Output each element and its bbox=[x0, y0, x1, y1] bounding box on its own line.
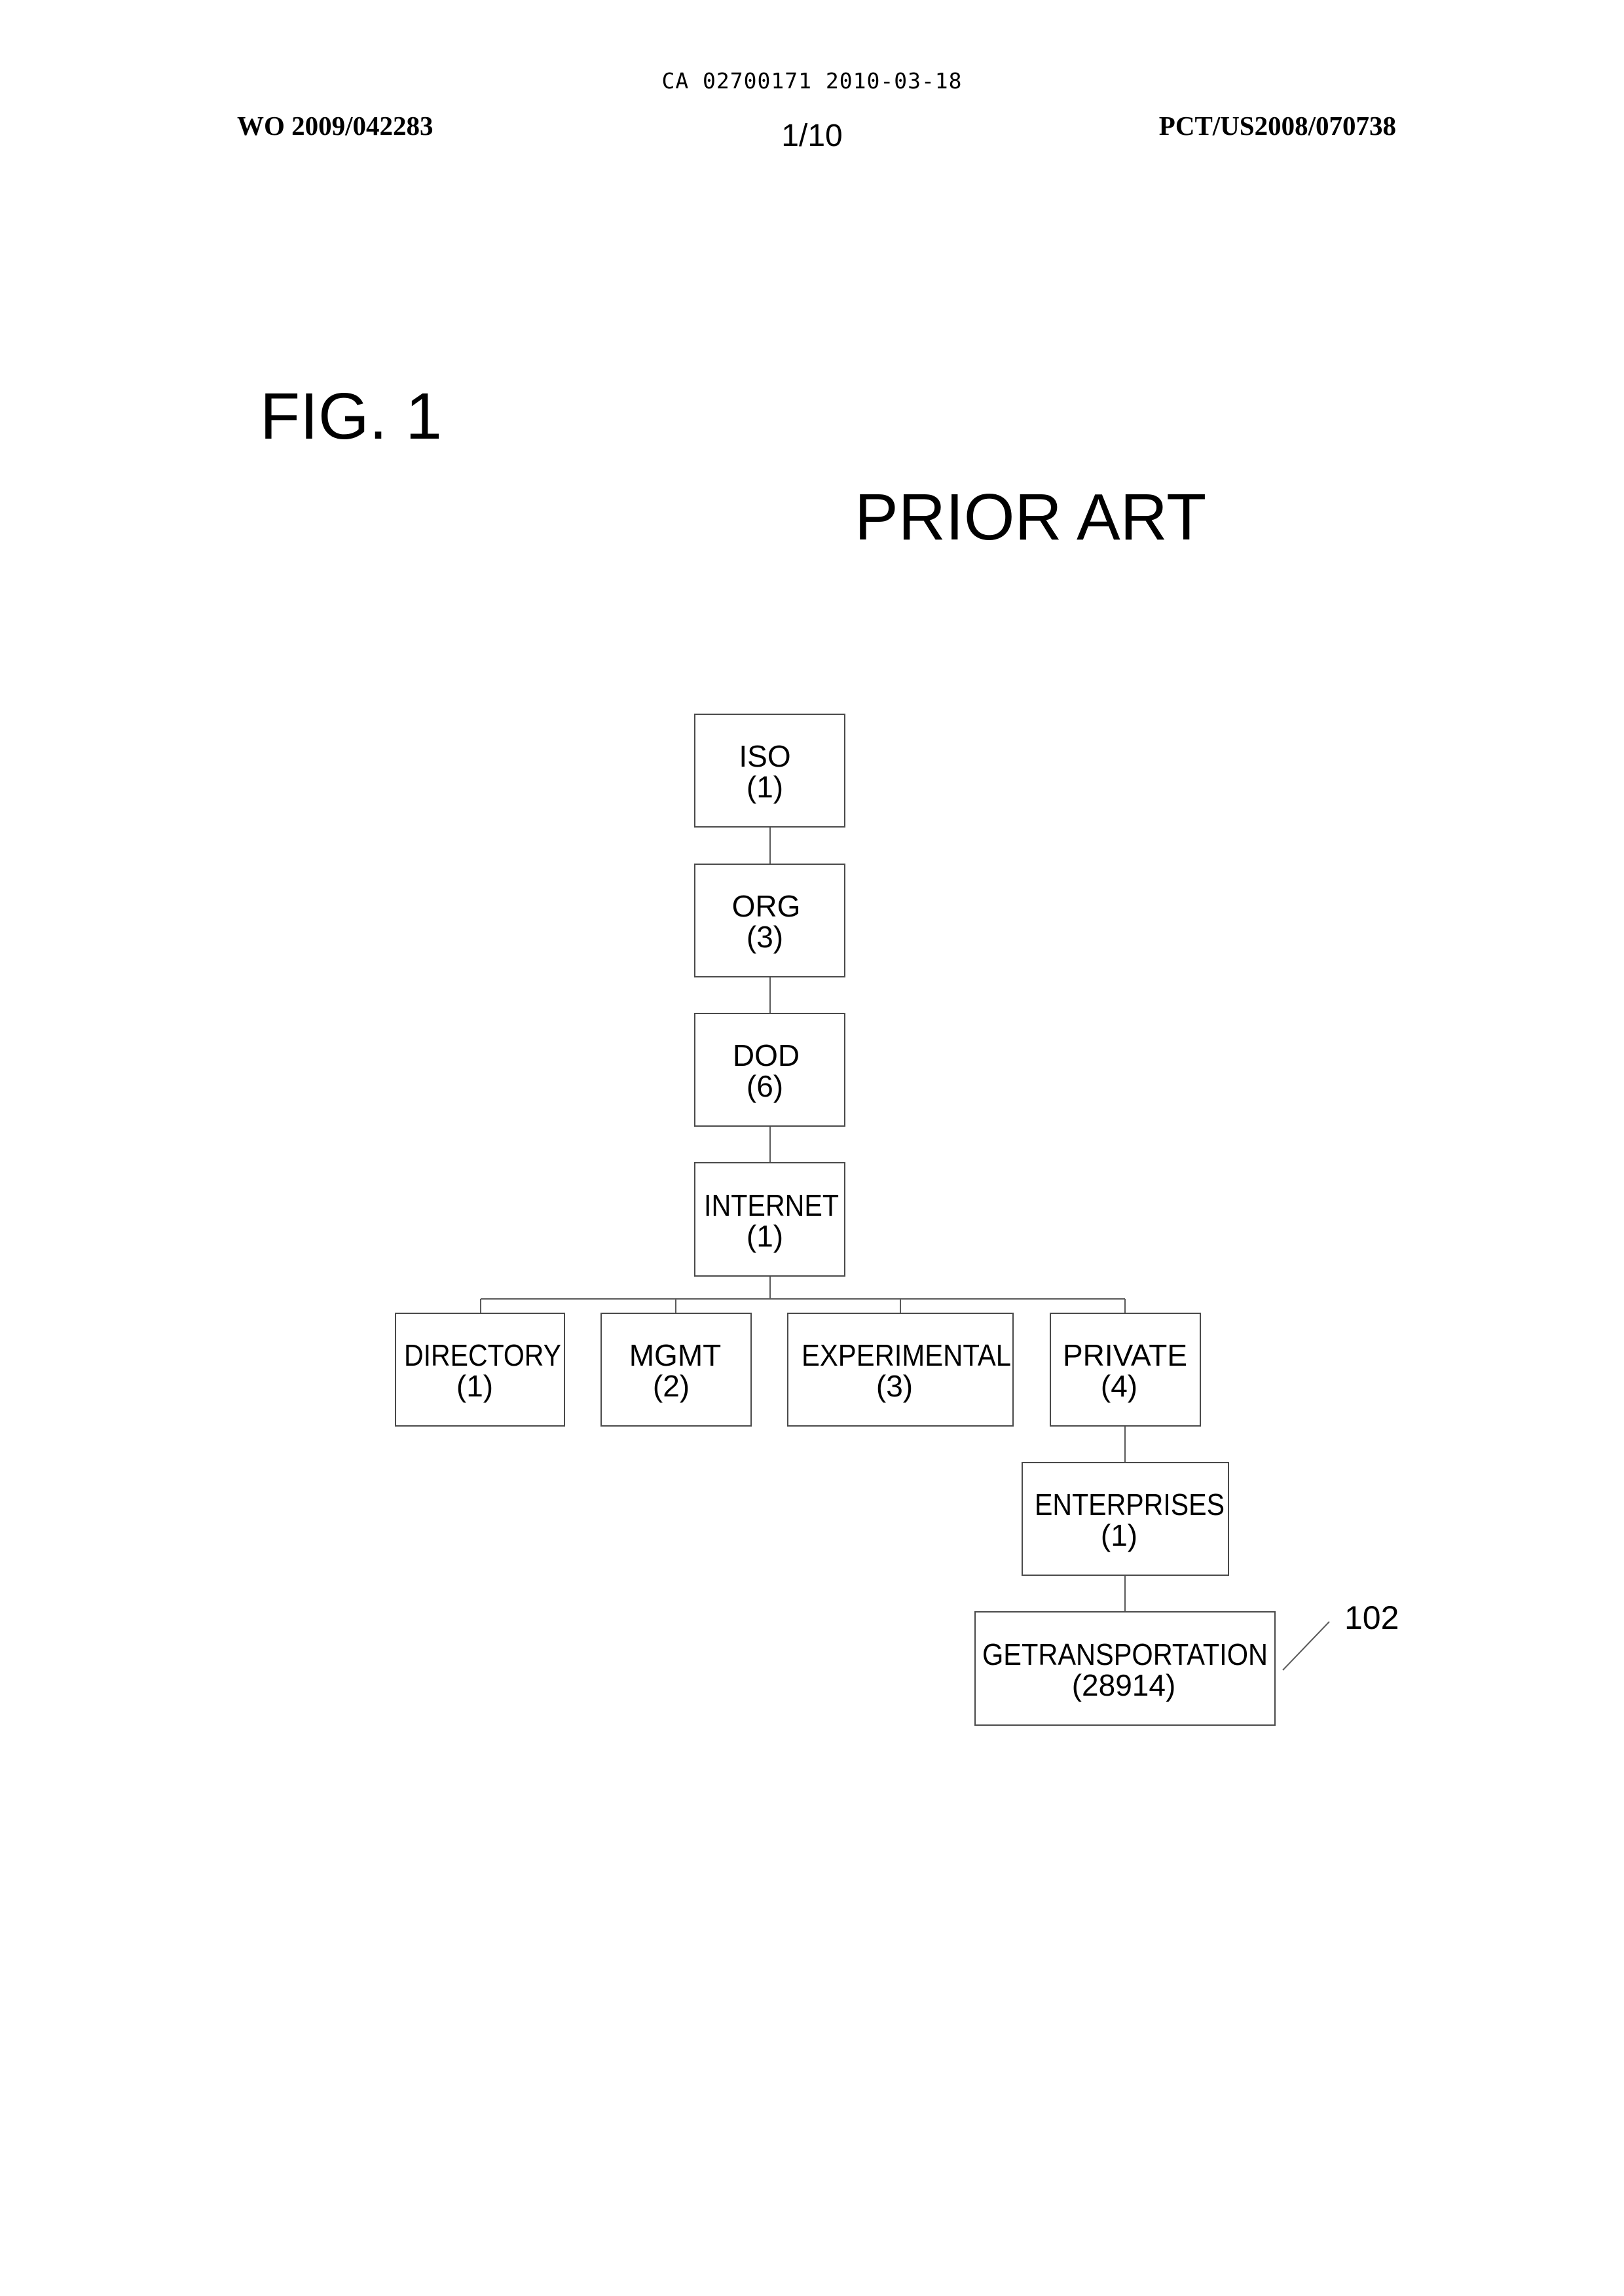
node-dod-code: (6) bbox=[747, 1069, 783, 1103]
node-directory: DIRECTORY (1) bbox=[396, 1313, 564, 1426]
node-org: ORG (3) bbox=[695, 864, 845, 977]
node-dod-name: DOD bbox=[733, 1038, 800, 1072]
node-experimental-name: EXPERIMENTAL bbox=[802, 1338, 1011, 1372]
node-enterprises-name: ENTERPRISES bbox=[1035, 1487, 1225, 1522]
node-experimental-code: (3) bbox=[876, 1369, 913, 1403]
node-getransportation: GETRANSPORTATION (28914) bbox=[975, 1612, 1275, 1725]
node-internet: INTERNET (1) bbox=[695, 1163, 845, 1276]
node-iso-name: ISO bbox=[739, 739, 790, 773]
node-enterprises-code: (1) bbox=[1101, 1518, 1137, 1552]
node-enterprises: ENTERPRISES (1) bbox=[1022, 1463, 1228, 1575]
node-directory-name: DIRECTORY bbox=[404, 1338, 561, 1372]
node-getransportation-code: (28914) bbox=[1072, 1668, 1176, 1702]
node-private-name: PRIVATE bbox=[1063, 1338, 1187, 1372]
node-mgmt-code: (2) bbox=[653, 1369, 690, 1403]
node-dod: DOD (6) bbox=[695, 1013, 845, 1126]
node-iso: ISO (1) bbox=[695, 714, 845, 827]
node-experimental: EXPERIMENTAL (3) bbox=[788, 1313, 1013, 1426]
node-internet-name: INTERNET bbox=[704, 1188, 839, 1222]
node-mgmt: MGMT (2) bbox=[601, 1313, 751, 1426]
reference-leader-line bbox=[1283, 1622, 1329, 1670]
node-org-code: (3) bbox=[747, 920, 783, 954]
node-org-name: ORG bbox=[732, 889, 801, 923]
reference-numeral: 102 bbox=[1344, 1599, 1399, 1636]
node-iso-code: (1) bbox=[747, 770, 783, 804]
node-internet-code: (1) bbox=[747, 1219, 783, 1253]
node-directory-code: (1) bbox=[456, 1369, 493, 1403]
node-mgmt-name: MGMT bbox=[629, 1338, 722, 1372]
node-private-code: (4) bbox=[1101, 1369, 1137, 1403]
node-getransportation-name: GETRANSPORTATION bbox=[982, 1637, 1268, 1671]
node-private: PRIVATE (4) bbox=[1050, 1313, 1200, 1426]
